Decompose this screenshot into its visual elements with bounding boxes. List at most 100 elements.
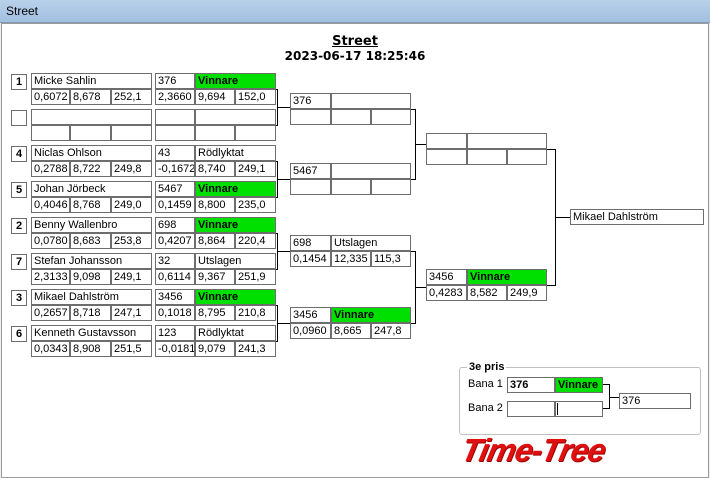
- reaction-time: 0,4046: [31, 197, 70, 213]
- reaction-time: [290, 109, 331, 125]
- speed: 249,1: [235, 161, 276, 177]
- race-status[interactable]: Rödlyktat: [195, 325, 276, 341]
- speed: 235,0: [235, 197, 276, 213]
- driver-name[interactable]: Kenneth Gustavsson: [31, 325, 152, 341]
- bracket-line: [411, 179, 415, 180]
- car-number[interactable]: [155, 109, 195, 125]
- reaction-time: [31, 125, 70, 141]
- car-number[interactable]: 3456: [290, 307, 331, 323]
- race-status[interactable]: Vinnare: [331, 307, 411, 323]
- speed: 152,0: [235, 89, 276, 105]
- difference: -0,0181: [155, 341, 195, 357]
- driver-name[interactable]: Benny Wallenbro: [31, 217, 152, 233]
- car-number[interactable]: 32: [155, 253, 195, 269]
- car-number[interactable]: 698: [290, 235, 331, 251]
- car-number[interactable]: 43: [155, 145, 195, 161]
- car-number[interactable]: [426, 133, 467, 149]
- race-status[interactable]: [331, 93, 411, 109]
- elapsed-time: 8,768: [70, 197, 111, 213]
- race-status[interactable]: Vinnare: [195, 289, 276, 305]
- elapsed-time: 12,335: [331, 251, 371, 267]
- race-status[interactable]: [195, 109, 276, 125]
- reaction-time: 0,2788: [31, 161, 70, 177]
- reaction-time: [426, 149, 467, 165]
- difference: 2,3660: [155, 89, 195, 105]
- elapsed-time: [70, 125, 111, 141]
- race-status[interactable]: [467, 133, 547, 149]
- difference: 0,4207: [155, 233, 195, 249]
- speed: [235, 125, 276, 141]
- elapsed-time: 8,908: [70, 341, 111, 357]
- reaction-time: 0,2657: [31, 305, 70, 321]
- bracket-line: [411, 251, 415, 252]
- lane2-label: Bana 2: [468, 402, 503, 414]
- speed: 247,1: [111, 305, 152, 321]
- race-status[interactable]: Vinnare: [195, 73, 276, 89]
- elapsed-time: 8,800: [195, 197, 235, 213]
- third-line: [603, 384, 609, 385]
- third-result[interactable]: 376: [619, 393, 691, 409]
- driver-name[interactable]: Johan Jörbeck: [31, 181, 152, 197]
- bracket-line: [547, 149, 555, 150]
- third-place-title: 3e pris: [467, 361, 507, 373]
- third-lane1-status[interactable]: Vinnare: [555, 377, 603, 393]
- speed: 249,0: [111, 197, 152, 213]
- window-titlebar: Street: [0, 0, 710, 23]
- reaction-time: [290, 179, 331, 195]
- speed: 241,3: [235, 341, 276, 357]
- page-datetime: 2023-06-17 18:25:46: [284, 49, 426, 63]
- elapsed-time: [331, 179, 371, 195]
- difference: 0,6114: [155, 269, 195, 285]
- elapsed-time: 8,678: [70, 89, 111, 105]
- speed: 253,8: [111, 233, 152, 249]
- bracket-line: [415, 144, 426, 145]
- race-status[interactable]: Utslagen: [331, 235, 411, 251]
- speed: [371, 109, 411, 125]
- difference: 0,1018: [155, 305, 195, 321]
- bracket-line: [277, 251, 290, 252]
- bracket-line: [277, 179, 290, 180]
- elapsed-time: 8,582: [467, 285, 507, 301]
- race-status[interactable]: Rödlyktat: [195, 145, 276, 161]
- seed-number: 4: [11, 146, 27, 162]
- driver-name[interactable]: Niclas Ohlson: [31, 145, 152, 161]
- driver-name[interactable]: [31, 109, 152, 125]
- driver-name[interactable]: Stefan Johansson: [31, 253, 152, 269]
- elapsed-time: 8,722: [70, 161, 111, 177]
- car-number[interactable]: 698: [155, 217, 195, 233]
- seed-number: 1: [11, 74, 27, 90]
- third-line: [603, 408, 609, 409]
- car-number[interactable]: 376: [155, 73, 195, 89]
- driver-name[interactable]: Micke Sahlin: [31, 73, 152, 89]
- race-status[interactable]: Utslagen: [195, 253, 276, 269]
- difference: [155, 125, 195, 141]
- window-title: Street: [6, 4, 39, 18]
- reaction-time: 0,1454: [290, 251, 331, 267]
- car-number[interactable]: 3456: [155, 289, 195, 305]
- elapsed-time: 8,864: [195, 233, 235, 249]
- elapsed-time: 8,683: [70, 233, 111, 249]
- driver-name[interactable]: Mikael Dahlström: [31, 289, 152, 305]
- car-number[interactable]: 3456: [426, 269, 467, 285]
- race-status[interactable]: Vinnare: [195, 181, 276, 197]
- final-winner[interactable]: Mikael Dahlström: [570, 209, 704, 225]
- race-status[interactable]: Vinnare: [195, 217, 276, 233]
- third-lane1-number[interactable]: 376: [507, 377, 555, 393]
- third-lane2-status[interactable]: [555, 401, 603, 417]
- speed: 249,8: [111, 161, 152, 177]
- reaction-time: 0,4283: [426, 285, 467, 301]
- speed: 249,9: [507, 285, 547, 301]
- speed: 251,5: [111, 341, 152, 357]
- race-status[interactable]: [331, 163, 411, 179]
- seed-number: 7: [11, 254, 27, 270]
- car-number[interactable]: 123: [155, 325, 195, 341]
- third-lane2-number[interactable]: [507, 401, 555, 417]
- third-line: [609, 397, 619, 398]
- car-number[interactable]: 5467: [290, 163, 331, 179]
- bracket-line: [415, 287, 426, 288]
- bracket-line: [547, 285, 555, 286]
- car-number[interactable]: 5467: [155, 181, 195, 197]
- car-number[interactable]: 376: [290, 93, 331, 109]
- race-status[interactable]: Vinnare: [467, 269, 547, 285]
- speed: 251,9: [235, 269, 276, 285]
